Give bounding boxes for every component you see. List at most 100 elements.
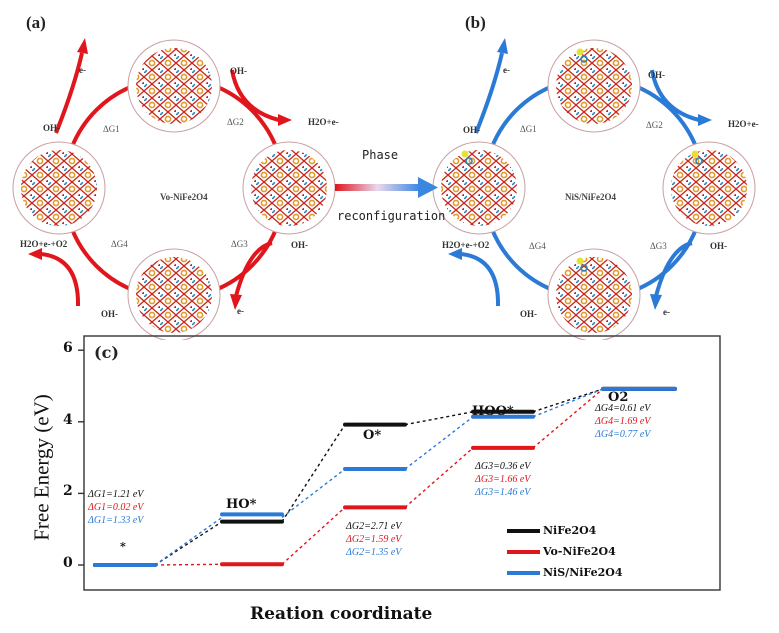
- connector-line: [404, 416, 474, 470]
- arrow-head: [497, 38, 508, 54]
- phase-arrow-head: [418, 177, 438, 198]
- center-label-a: Vo-NiFe2O4: [160, 192, 208, 202]
- lattice-structure: [547, 39, 641, 133]
- connector-line: [532, 388, 604, 449]
- sulfur-atom: [691, 150, 699, 158]
- b-e-top: e-: [503, 65, 510, 75]
- b-dg1: ΔG1: [520, 124, 537, 134]
- b-oh-right: OH-: [710, 241, 727, 251]
- delta-g-value: ΔG3=1.46 eV: [475, 487, 531, 498]
- panel-label-b: (b): [465, 13, 486, 32]
- b-dg3: ΔG3: [650, 241, 667, 251]
- y-tick-label: 2: [63, 483, 73, 500]
- b-e-bottom: e-: [663, 307, 670, 317]
- state-label: HO*: [226, 497, 257, 512]
- b-oh-left: OH-: [463, 125, 480, 135]
- a-e-top: e-: [79, 65, 86, 75]
- x-axis-label: Reation coordinate: [250, 604, 433, 624]
- a-e-bottom: e-: [237, 306, 244, 316]
- y-axis: [78, 349, 84, 566]
- connector-line: [154, 563, 223, 566]
- lattice-structure: [12, 141, 106, 235]
- connector-line: [154, 516, 223, 566]
- state-label: O*: [363, 428, 382, 443]
- delta-g-value: ΔG1=0.02 eV: [88, 502, 144, 513]
- state-label: HOO*: [472, 404, 514, 419]
- plot-frame: [83, 335, 721, 591]
- legend-item: Vo-NiFe2O4: [507, 541, 623, 562]
- state-label: *: [120, 540, 126, 553]
- arrow-head: [230, 294, 242, 310]
- y-tick-label: 4: [63, 411, 73, 428]
- b-h2o-right: H2O+e-: [728, 119, 759, 129]
- a-oh-top: OH-: [230, 66, 247, 76]
- delta-g-value: ΔG2=2.71 eV: [346, 521, 402, 532]
- reconfiguration-label: reconfiguration: [337, 209, 446, 223]
- legend-swatch: [507, 570, 540, 575]
- legend-label: Vo-NiFe2O4: [543, 545, 616, 558]
- panel-label-c: (c): [94, 343, 119, 362]
- reaction-arrow: [654, 241, 693, 297]
- lattice-structure: [127, 248, 221, 340]
- lattice-structure: [662, 141, 756, 235]
- a-dg4: ΔG4: [111, 239, 128, 249]
- connector-line: [532, 388, 604, 413]
- legend-item: NiFe2O4: [507, 520, 623, 541]
- a-dg3: ΔG3: [231, 239, 248, 249]
- reaction-arrow: [474, 52, 504, 134]
- connector-line: [281, 506, 346, 565]
- reaction-arrow: [54, 52, 84, 134]
- state-label: O2: [608, 390, 629, 405]
- connector-line: [281, 468, 346, 518]
- y-tick-label: 0: [63, 555, 73, 571]
- connectors: [154, 388, 604, 566]
- y-tick-label: 6: [63, 340, 73, 357]
- connector-line: [154, 521, 223, 566]
- a-h2o-o2-left: H2O+e-+O2: [20, 239, 68, 249]
- legend-swatch: [507, 549, 540, 554]
- a-dg1: ΔG1: [103, 124, 120, 134]
- b-oh-bottom: OH-: [520, 309, 537, 319]
- delta-g-value: ΔG2=1.35 eV: [346, 547, 402, 558]
- arrow-head: [650, 294, 662, 310]
- legend-label: NiS/NiFe2O4: [543, 566, 623, 579]
- lattice-structure: [127, 39, 221, 133]
- arrow-head: [698, 114, 712, 126]
- delta-g-value: ΔG1=1.33 eV: [88, 515, 144, 526]
- delta-g-value: ΔG3=0.36 eV: [475, 461, 531, 472]
- a-oh-left: OH-: [43, 123, 60, 133]
- sulfur-atom: [576, 48, 584, 56]
- connector-line: [281, 424, 346, 523]
- legend-label: NiFe2O4: [543, 524, 597, 537]
- connector-line: [532, 388, 604, 418]
- sulfur-atom: [461, 150, 469, 158]
- lattice-structure: [547, 248, 641, 340]
- connector-line: [404, 411, 474, 426]
- legend: NiFe2O4 Vo-NiFe2O4 NiS/NiFe2O4: [507, 520, 623, 583]
- cycle-b: [432, 38, 756, 340]
- reaction-arrow: [650, 69, 700, 122]
- a-oh-right: OH-: [291, 240, 308, 250]
- sulfur-atom: [576, 257, 584, 265]
- delta-g-value: ΔG4=0.61 eV: [595, 403, 651, 414]
- reaction-arrow: [460, 252, 501, 307]
- delta-g-value: ΔG4=0.77 eV: [595, 429, 651, 440]
- a-oh-bottom: OH-: [101, 309, 118, 319]
- delta-g-value: ΔG2=1.59 eV: [346, 534, 402, 545]
- center-label-b: NiS/NiFe2O4: [565, 192, 616, 202]
- arrow-head: [448, 248, 462, 260]
- y-axis-label: Free Energy (eV): [29, 394, 54, 541]
- panel-label-a: (a): [26, 13, 46, 32]
- b-dg2: ΔG2: [646, 120, 663, 130]
- b-h2o-o2-left: H2O+e-+O2: [442, 240, 490, 250]
- delta-g-annotation: ΔG2=2.71 eV ΔG2=1.59 eV ΔG2=1.35 eV: [346, 520, 401, 559]
- legend-swatch: [507, 528, 540, 533]
- lattice-structure: [432, 141, 526, 235]
- phase-arrow: [335, 177, 438, 198]
- reaction-arrow: [234, 241, 273, 297]
- lattice-structure: [242, 141, 336, 235]
